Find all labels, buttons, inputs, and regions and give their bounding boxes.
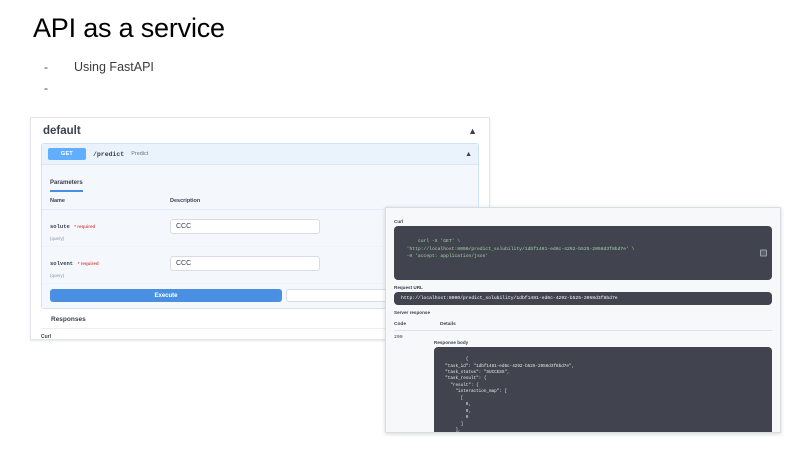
solvent-input[interactable] xyxy=(170,256,320,271)
curl-label: Curl xyxy=(394,219,404,224)
column-header-code: Code xyxy=(394,321,406,327)
solute-input[interactable] xyxy=(170,219,320,234)
list-item: - Using FastAPI xyxy=(44,58,154,79)
curl-label: Curl xyxy=(41,334,51,340)
parameter-name: solute xyxy=(50,223,70,230)
operation-path: /predict xyxy=(93,150,125,158)
response-body-label: Response body xyxy=(434,339,469,345)
bullet-text: Using FastAPI xyxy=(74,60,154,74)
required-marker: * required xyxy=(77,261,99,266)
parameters-tablist: Parameters xyxy=(42,165,478,192)
bullet-dash: - xyxy=(44,60,48,74)
bullet-list: - Using FastAPI - xyxy=(44,58,154,100)
default-section-header[interactable]: default ▲ xyxy=(31,118,489,143)
default-section-title: default xyxy=(43,125,81,137)
copy-icon[interactable] xyxy=(760,249,767,257)
response-table-header: Code Details xyxy=(394,319,772,331)
column-header-details: Details xyxy=(440,321,456,327)
status-code: 200 xyxy=(394,334,403,340)
operation-summary[interactable]: GET /predict Predict ▲ xyxy=(42,144,478,165)
http-method-badge: GET xyxy=(48,148,86,160)
parameter-name-cell: solute * required (query) xyxy=(42,209,162,247)
swagger-ui-panel-right: Curl curl -X 'GET' \ 'http://localhost:8… xyxy=(385,207,781,433)
table-header-row: Name Description xyxy=(42,192,478,210)
tab-parameters[interactable]: Parameters xyxy=(50,180,83,192)
chevron-up-icon[interactable]: ▲ xyxy=(465,150,472,158)
chevron-up-icon[interactable]: ▲ xyxy=(468,125,477,136)
execute-button[interactable]: Execute xyxy=(50,289,282,302)
column-header-name: Name xyxy=(42,192,162,210)
server-response-label: Server response xyxy=(394,309,431,315)
parameter-name: solvent xyxy=(50,260,74,267)
request-url-value: http://localhost:8000/predict_solubility… xyxy=(394,291,772,305)
responses-heading: Responses xyxy=(41,309,479,329)
bullet-dash: - xyxy=(44,81,48,95)
parameter-location: (query) xyxy=(50,236,65,241)
request-url-label: Request URL xyxy=(394,284,423,290)
operation-summary-text: Predict xyxy=(131,151,149,157)
page-title: API as a service xyxy=(33,13,225,43)
parameter-name-cell: solvent * required (query) xyxy=(42,246,162,284)
required-marker: * required xyxy=(74,224,96,229)
responses-body: Curl curl -X 'GET' \ 'http://localhost:8… xyxy=(31,329,489,340)
curl-codeblock: curl -X 'GET' \ 'http://localhost:8000/p… xyxy=(394,226,772,280)
response-body-json: { "task_id": "1dbf1481-ed6c-4292-b525-20… xyxy=(434,346,772,432)
response-details: Response body { "task_id": "1dbf1481-ed6… xyxy=(434,335,772,432)
parameter-location: (query) xyxy=(50,273,65,278)
column-header-description: Description xyxy=(162,192,478,210)
response-row: 200 Response body { "task_id": "1dbf1481… xyxy=(394,331,772,432)
list-item: - xyxy=(44,79,154,100)
